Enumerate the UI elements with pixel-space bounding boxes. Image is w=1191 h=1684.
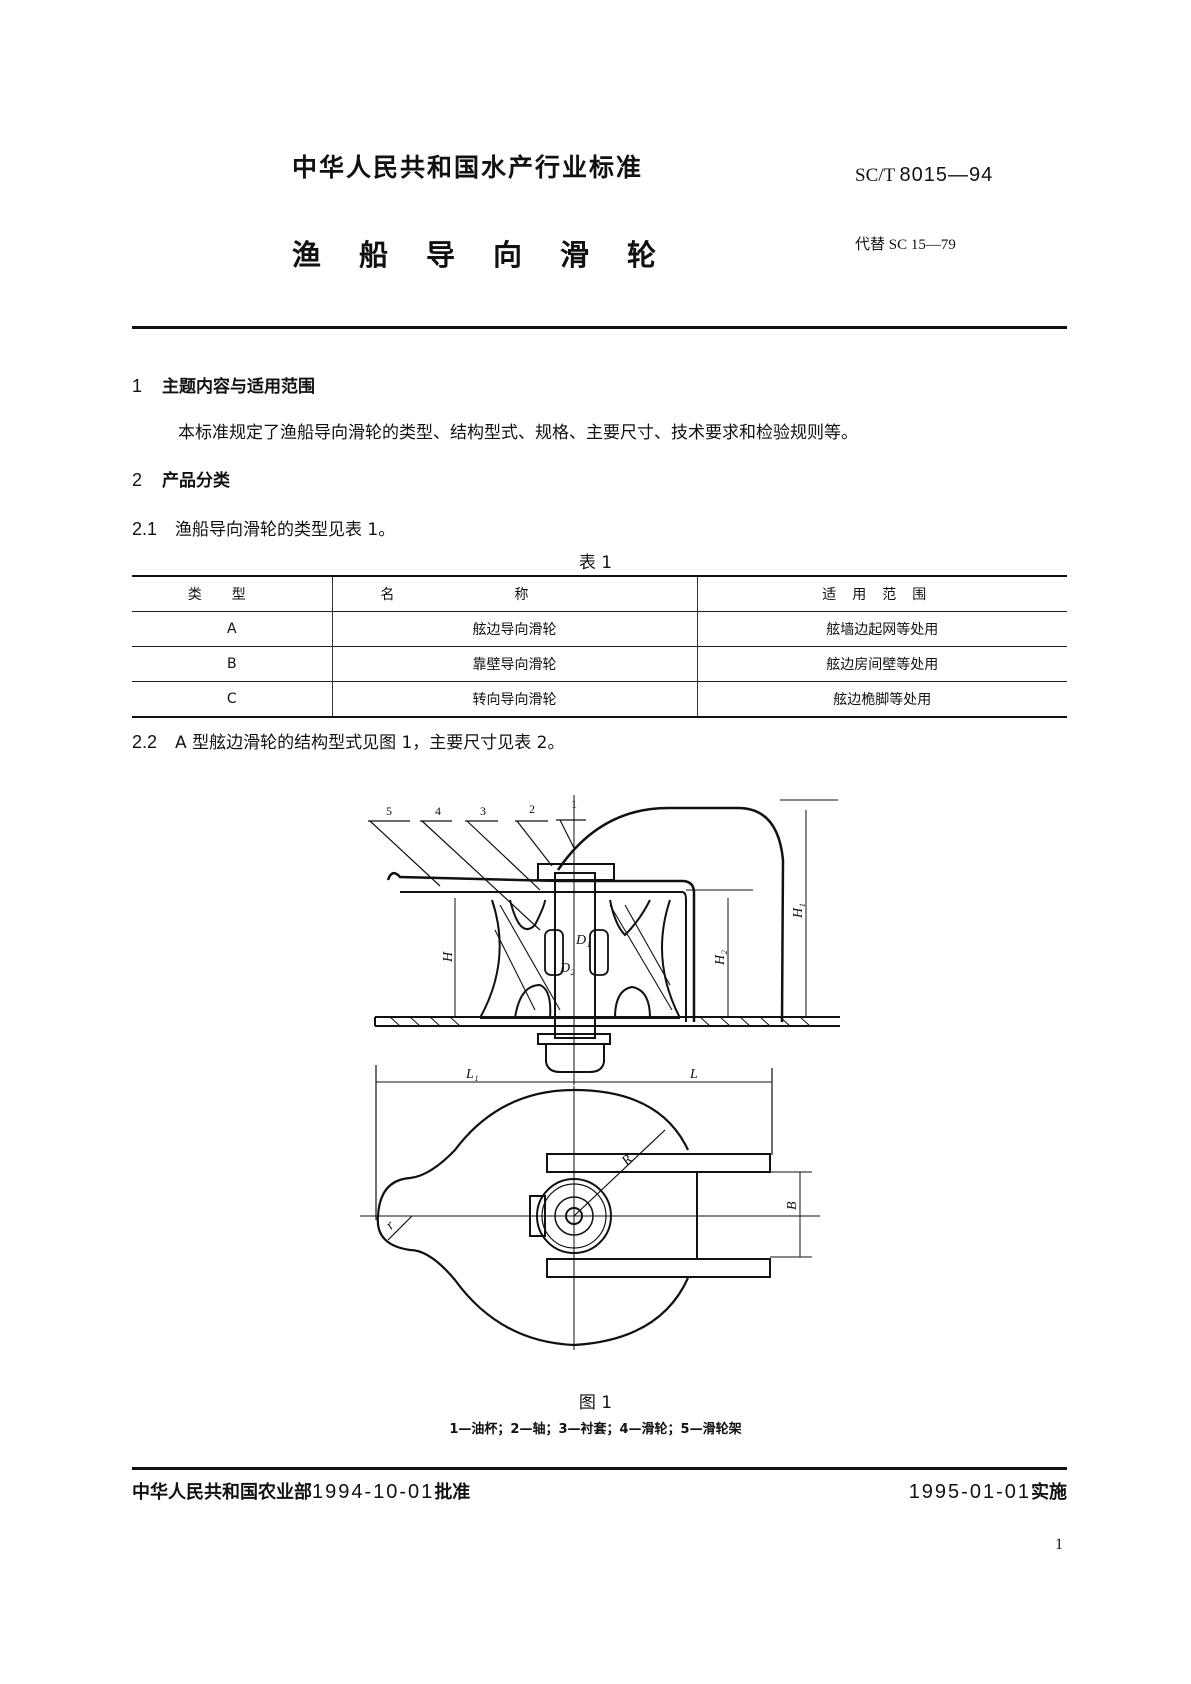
dim-H: H — [441, 951, 456, 963]
table-row: B 靠壁导向滑轮 舷边房间壁等处用 — [132, 646, 1067, 682]
clause-number: 2.1 — [132, 519, 158, 539]
cell-scope: 舷边桅脚等处用 — [696, 681, 1067, 717]
cell-type: A — [226, 621, 237, 637]
clause-text: 渔船导向滑轮的类型见表 1。 — [175, 520, 396, 540]
dim-H2: H₂ — [713, 950, 728, 966]
part-label-3: 3 — [480, 804, 486, 818]
header-scope: 适用范围 — [696, 576, 1067, 612]
part-label-5: 5 — [386, 804, 392, 818]
table-1-caption: 表 1 — [578, 553, 613, 573]
section-number: 1 — [132, 376, 143, 396]
clause-2-2: 2.2 A 型舷边滑轮的结构型式见图 1，主要尺寸见表 2。 — [132, 728, 565, 753]
page-number: 1 — [1055, 1536, 1063, 1553]
section-number: 2 — [132, 470, 143, 490]
section-1-body: 本标准规定了渔船导向滑轮的类型、结构型式、规格、主要尺寸、技术要求和检验规则等。 — [178, 423, 858, 443]
standard-code: SC/T 8015—94 — [855, 164, 993, 187]
figure-1-caption: 图 1 — [578, 1393, 613, 1413]
dim-L1: L₁ — [465, 1067, 479, 1082]
section-2-heading: 2 产品分类 — [132, 466, 230, 491]
header-divider — [132, 326, 1067, 329]
effective-suffix: 实施 — [1031, 1482, 1067, 1503]
clause-number: 2.2 — [132, 732, 158, 752]
issuer: 中华人民共和国农业部 — [132, 1482, 312, 1503]
cell-name: 舷边导向滑轮 — [331, 611, 697, 647]
dim-D1: D₁ — [575, 933, 591, 948]
dimension-labels: H H₂ H₁ D₁ D₂ L₁ L R B r — [383, 903, 806, 1233]
part-leaders — [368, 819, 586, 931]
cell-type: B — [226, 656, 237, 672]
standard-prefix: SC/T — [855, 165, 895, 186]
section-1-heading: 1 主题内容与适用范围 — [132, 372, 315, 397]
table-header-row: 类型 名称 适用范围 — [132, 576, 1067, 612]
approval-line: 中华人民共和国农业部1994-10-01批准 — [132, 1478, 470, 1504]
table-row: C 转向导向滑轮 舷边桅脚等处用 — [132, 681, 1067, 717]
dim-D2: D₂ — [559, 961, 575, 976]
section-title: 主题内容与适用范围 — [162, 377, 316, 397]
table-row: A 舷边导向滑轮 舷墙边起网等处用 — [132, 611, 1067, 647]
header-type: 类型 — [187, 587, 276, 603]
cell-name: 转向导向滑轮 — [331, 681, 697, 717]
dim-B: B — [785, 1201, 800, 1210]
clause-2-1: 2.1 渔船导向滑轮的类型见表 1。 — [132, 515, 395, 540]
table-1: 类型 名称 适用范围 A 舷边导向滑轮 舷墙边起网等处用 B 靠壁导向滑轮 舷边… — [132, 575, 1067, 718]
replaces-note: 代替 SC 15—79 — [855, 237, 956, 253]
cell-scope: 舷墙边起网等处用 — [696, 611, 1067, 647]
part-label-2: 2 — [529, 802, 535, 816]
standard-number: 8015—94 — [899, 164, 994, 186]
clause-text: A 型舷边滑轮的结构型式见图 1，主要尺寸见表 2。 — [175, 733, 565, 753]
section-title: 产品分类 — [162, 471, 231, 491]
issuing-body-title: 中华人民共和国水产行业标准 — [292, 153, 644, 182]
effective-line: 1995-01-01实施 — [909, 1478, 1067, 1504]
dim-r: r — [383, 1218, 398, 1233]
dim-H1: H₁ — [791, 903, 806, 919]
part-label-4: 4 — [435, 804, 441, 818]
cell-name: 靠壁导向滑轮 — [331, 646, 697, 682]
approve-suffix: 批准 — [434, 1482, 471, 1503]
dim-L: L — [689, 1067, 698, 1082]
document-title: 渔船导向滑轮 — [292, 238, 695, 272]
cell-type: C — [226, 691, 237, 707]
figure-labels: 5 4 3 2 1 — [386, 797, 577, 818]
approve-date: 1994-10-01 — [312, 1481, 435, 1503]
effective-date: 1995-01-01 — [908, 1481, 1031, 1503]
header-name: 名称 — [331, 576, 697, 612]
cell-scope: 舷边房间壁等处用 — [696, 646, 1067, 682]
footer-divider — [132, 1467, 1067, 1470]
part-label-1: 1 — [571, 797, 577, 811]
figure-1-legend: 1—油杯；2—轴；3—衬套；4—滑轮；5—滑轮架 — [449, 1422, 742, 1437]
